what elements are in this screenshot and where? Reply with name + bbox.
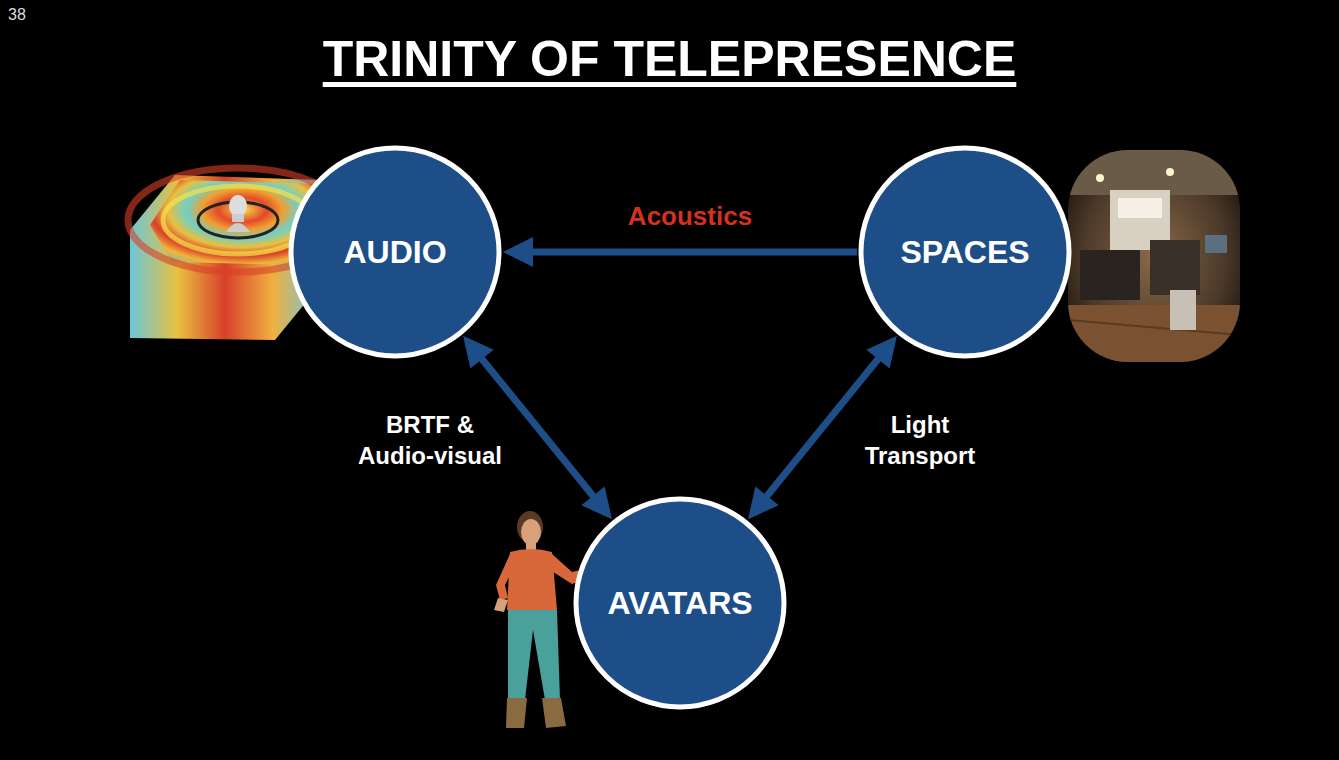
slide-title: TRINITY OF TELEPRESENCE	[0, 30, 1339, 88]
room-photo-picture	[1068, 150, 1240, 362]
arrow-head	[503, 237, 533, 267]
topic-circle: AVATARS	[573, 496, 787, 710]
connector-arrow	[503, 237, 857, 267]
slide-number: 38	[8, 6, 26, 24]
arrow-head	[748, 486, 779, 519]
circle-label: SPACES	[900, 234, 1029, 271]
circle-shape	[291, 148, 499, 356]
topic-circle: SPACES	[858, 145, 1072, 359]
arrow-head	[581, 486, 612, 519]
circle-label: AVATARS	[607, 585, 752, 622]
circle-shape	[861, 148, 1069, 356]
edge-label: Acoustics	[624, 198, 756, 236]
circle-label: AUDIO	[343, 234, 446, 271]
connector-line	[531, 249, 857, 256]
arrow-head	[866, 336, 897, 369]
arrow-head	[463, 336, 494, 369]
edge-label: Light Transport	[854, 407, 987, 473]
topic-circle: AUDIO	[288, 145, 502, 359]
edge-label: BRTF & Audio-visual	[349, 407, 512, 473]
circle-shape	[576, 499, 784, 707]
